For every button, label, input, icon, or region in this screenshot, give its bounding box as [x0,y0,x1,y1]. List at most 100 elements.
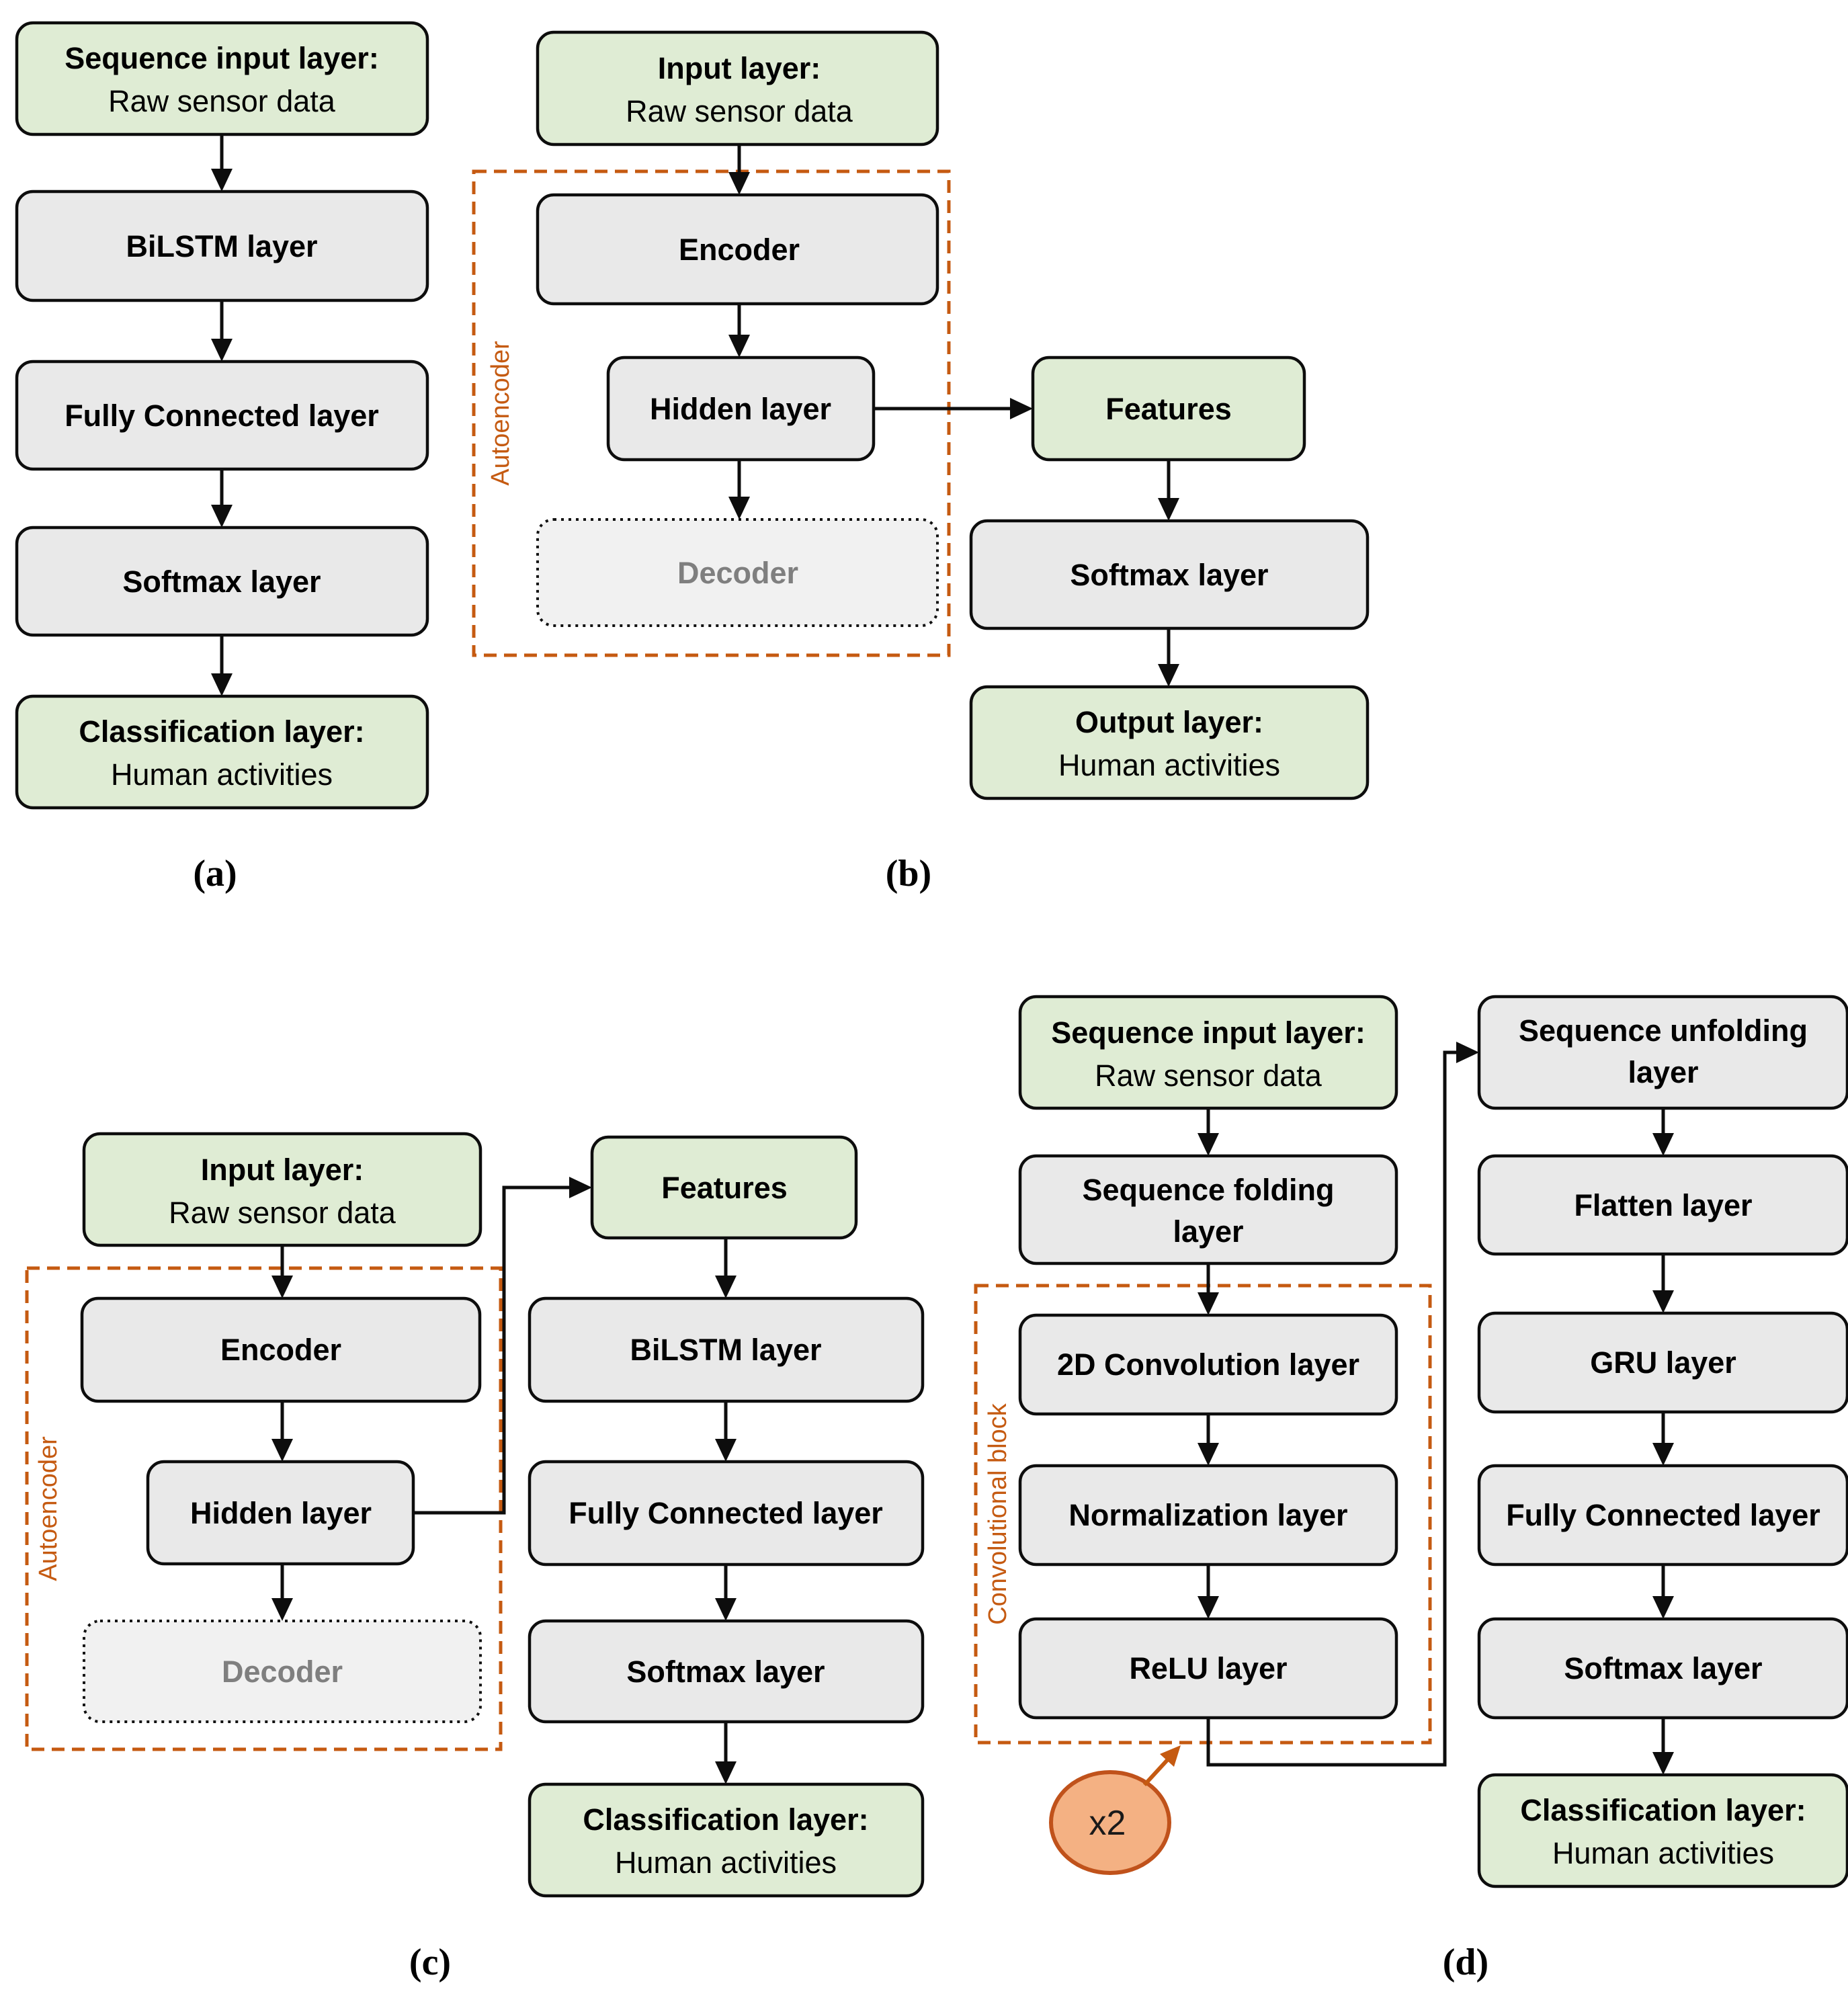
node-d-sequence-folding: Sequence folding layer [1018,1154,1398,1265]
arrowhead-c3 [271,1598,293,1621]
arrowhead-d4 [1198,1596,1219,1619]
classification-subtitle: Human activities [615,1845,837,1880]
node-c-fully-connected: Fully Connected layer [528,1460,925,1567]
arrowhead-a2 [211,339,233,362]
node-b-hidden: Hidden layer [606,356,876,462]
node-d-gru: GRU layer [1477,1311,1848,1414]
decoder-box [536,518,939,627]
panel-d-label: (d) [1443,1942,1488,1983]
node-d-fully-connected: Fully Connected layer [1477,1464,1848,1567]
node-a-bilstm: BiLSTM layer [15,190,429,302]
sequence-unfolding-line2: layer [1628,1055,1698,1089]
fully-connected-label: Fully Connected layer [1506,1498,1820,1532]
node-b-decoder: Decoder [536,518,939,627]
softmax-label: Softmax layer [1070,558,1268,592]
arrowhead-b2 [728,335,750,358]
sequence-folding-line2: layer [1173,1214,1243,1249]
sequence-folding-line1: Sequence folding [1082,1173,1334,1207]
arrowhead-d2 [1198,1292,1219,1315]
panel-b: Input layer: Raw sensor data Autoencoder… [472,30,1370,894]
node-a-softmax: Softmax layer [15,526,429,637]
arrowhead-d3 [1198,1443,1219,1466]
input-subtitle: Raw sensor data [626,94,853,128]
classification-subtitle: Human activities [1552,1836,1774,1870]
repeat-badge: x2 [1049,1745,1181,1875]
arrowhead-b1 [728,172,750,195]
panel-a: Sequence input layer: Raw sensor data Bi… [15,21,429,894]
sequence-unfolding-line1: Sequence unfolding [1519,1013,1808,1048]
connector-c-hidden-features [413,1185,569,1515]
classification-title: Classification layer: [79,714,364,749]
input-title: Input layer: [658,51,821,85]
arrowhead-c6 [715,1598,737,1621]
x2-arrowhead [1160,1745,1181,1767]
hidden-layer-label: Hidden layer [650,392,831,426]
sequence-input-title: Sequence input layer: [1051,1015,1366,1050]
classification-box [15,694,429,810]
autoencoder-group-outline [472,169,951,657]
sequence-input-subtitle: Raw sensor data [1095,1058,1322,1093]
output-subtitle: Human activities [1058,748,1280,782]
softmax-label: Softmax layer [1564,1651,1762,1685]
features-label: Features [1105,392,1232,426]
autoencoder-group-label: Autoencoder [34,1436,62,1581]
hidden-layer-label: Hidden layer [190,1496,372,1530]
node-d-normalization: Normalization layer [1018,1464,1398,1567]
arrowhead-b5 [1158,664,1179,687]
flatten-label: Flatten layer [1574,1188,1752,1222]
fully-connected-label: Fully Connected layer [569,1496,883,1530]
arrowhead-b4 [1158,498,1179,521]
relu-label: ReLU layer [1129,1651,1287,1685]
node-b-features: Features [1031,356,1306,462]
arrowhead-d1 [1198,1133,1219,1156]
node-a-sequence-input: Sequence input layer: Raw sensor data [15,21,429,136]
convolutional-block-label: Convolutional block [984,1403,1012,1625]
node-d-relu: ReLU layer [1018,1617,1398,1720]
node-b-encoder: Encoder [536,193,939,306]
output-box [969,685,1370,800]
decoder-box [83,1620,482,1723]
normalization-label: Normalization layer [1068,1498,1347,1532]
sequence-input-title: Sequence input layer: [65,41,379,75]
node-c-features: Features [590,1135,858,1240]
output-title: Output layer: [1075,705,1263,739]
node-c-hidden: Hidden layer [146,1460,415,1566]
panel-c-label: (c) [409,1942,451,1983]
arrowhead-a4 [211,673,233,696]
node-c-softmax: Softmax layer [528,1619,925,1724]
arrowhead-loop [1456,1042,1479,1063]
fully-connected-label: Fully Connected layer [65,399,379,433]
arrowhead-c2 [271,1439,293,1462]
node-d-flatten: Flatten layer [1477,1154,1848,1256]
panel-b-label: (b) [886,853,931,894]
x2-arrow-line [1142,1758,1169,1787]
arrowhead-a1 [211,169,233,192]
classification-subtitle: Human activities [111,757,333,792]
arrowhead-a3 [211,505,233,528]
arrowhead-c1 [271,1276,293,1298]
node-c-decoder: Decoder [83,1620,482,1723]
node-d-sequence-unfolding: Sequence unfolding layer [1477,995,1848,1110]
arrowhead-b-hidden-features [1010,398,1033,419]
node-b-output: Output layer: Human activities [969,685,1370,800]
input-subtitle: Raw sensor data [169,1196,396,1230]
node-b-input: Input layer: Raw sensor data [536,30,939,147]
encoder-label: Encoder [679,233,800,267]
gru-label: GRU layer [1590,1345,1736,1380]
node-c-bilstm: BiLSTM layer [528,1296,925,1403]
conv2d-label: 2D Convolution layer [1057,1347,1359,1382]
classification-title: Classification layer: [1520,1793,1806,1827]
classification-box [1477,1773,1848,1888]
softmax-label: Softmax layer [626,1655,825,1689]
panel-a-label: (a) [193,853,237,894]
node-d-classification: Classification layer: Human activities [1477,1773,1848,1888]
node-d-2d-convolution: 2D Convolution layer [1018,1313,1398,1416]
arrowhead-d6 [1652,1290,1674,1313]
autoencoder-group-label: Autoencoder [487,341,515,486]
arrowhead-b3 [728,497,750,519]
arrowhead-d7 [1652,1443,1674,1466]
softmax-label: Softmax layer [122,565,321,599]
bilstm-label: BiLSTM layer [630,1333,821,1367]
